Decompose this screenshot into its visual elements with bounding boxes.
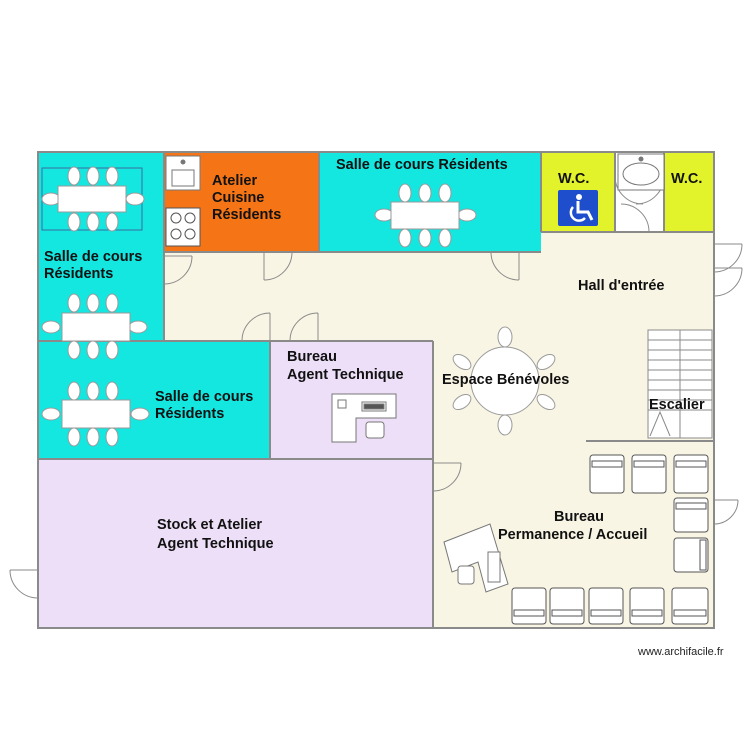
watermark[interactable]: www.archifacile.fr bbox=[637, 646, 724, 658]
door-exterior-left bbox=[9, 569, 39, 599]
label-salle-top-left: Salle de cours Résidents bbox=[44, 249, 146, 282]
label-salle-top-left-line1: Salle de cours bbox=[44, 249, 142, 265]
door-bureau-permanence bbox=[713, 499, 739, 525]
label-salle-top-center: Salle de cours Résidents bbox=[336, 157, 508, 173]
label-bureau-agent: Bureau Agent Technique bbox=[287, 349, 404, 383]
wheelchair-icon bbox=[558, 190, 598, 226]
room-stock-atelier bbox=[38, 459, 433, 628]
label-stock-atelier: Stock et Atelier Agent Technique bbox=[157, 517, 274, 552]
stairs-icon bbox=[647, 329, 713, 439]
door-salle-top-center bbox=[490, 251, 520, 281]
label-espace-benevoles: Espace Bénévoles bbox=[442, 372, 569, 388]
desk-permanence bbox=[443, 523, 509, 593]
door-salle-top-left bbox=[163, 255, 193, 285]
door-stock bbox=[432, 462, 462, 492]
label-atelier-line3: Résidents bbox=[212, 207, 281, 223]
label-atelier-line2: Cuisine bbox=[212, 190, 264, 206]
label-bureau-agent-line2: Agent Technique bbox=[287, 367, 404, 383]
door-salle-mid-left-b bbox=[289, 312, 319, 342]
label-salle-mid-left: Salle de cours Résidents bbox=[155, 389, 257, 422]
label-stock-line1: Stock et Atelier bbox=[157, 517, 262, 533]
label-bureau-permanence: Bureau Permanence / Accueil bbox=[498, 509, 647, 543]
table-group-top-left bbox=[41, 166, 145, 232]
wc-sink-icon bbox=[617, 153, 665, 191]
label-permanence-line1: Bureau bbox=[554, 509, 604, 525]
door-wc-center bbox=[620, 203, 650, 233]
label-wc-right: W.C. bbox=[671, 171, 702, 187]
sink-icon bbox=[165, 155, 201, 191]
label-salle-mid-left-line2: Résidents bbox=[155, 406, 224, 422]
table-group-mid-left bbox=[41, 381, 150, 447]
armchairs bbox=[511, 454, 709, 625]
label-bureau-agent-line1: Bureau bbox=[287, 349, 337, 365]
table-group-left-middle bbox=[41, 293, 148, 360]
door-cuisine bbox=[263, 251, 293, 281]
label-salle-mid-left-line1: Salle de cours bbox=[155, 389, 253, 405]
label-atelier-cuisine: Atelier Cuisine Résidents bbox=[212, 173, 281, 223]
label-salle-top-left-line2: Résidents bbox=[44, 266, 113, 282]
door-main-entrance bbox=[713, 243, 743, 297]
label-escalier: Escalier bbox=[649, 397, 705, 413]
label-permanence-line2: Permanence / Accueil bbox=[498, 527, 647, 543]
table-group-top-center bbox=[374, 183, 477, 248]
label-atelier-line1: Atelier bbox=[212, 173, 257, 189]
room-wc-right bbox=[664, 152, 714, 232]
label-hall: Hall d'entrée bbox=[578, 278, 664, 294]
label-wc-left: W.C. bbox=[558, 171, 589, 187]
stove-icon bbox=[165, 207, 201, 247]
label-stock-line2: Agent Technique bbox=[157, 536, 274, 552]
round-table-benevoles bbox=[452, 326, 556, 436]
desk-agent-technique bbox=[331, 393, 397, 443]
door-salle-mid-left-a bbox=[241, 312, 271, 342]
